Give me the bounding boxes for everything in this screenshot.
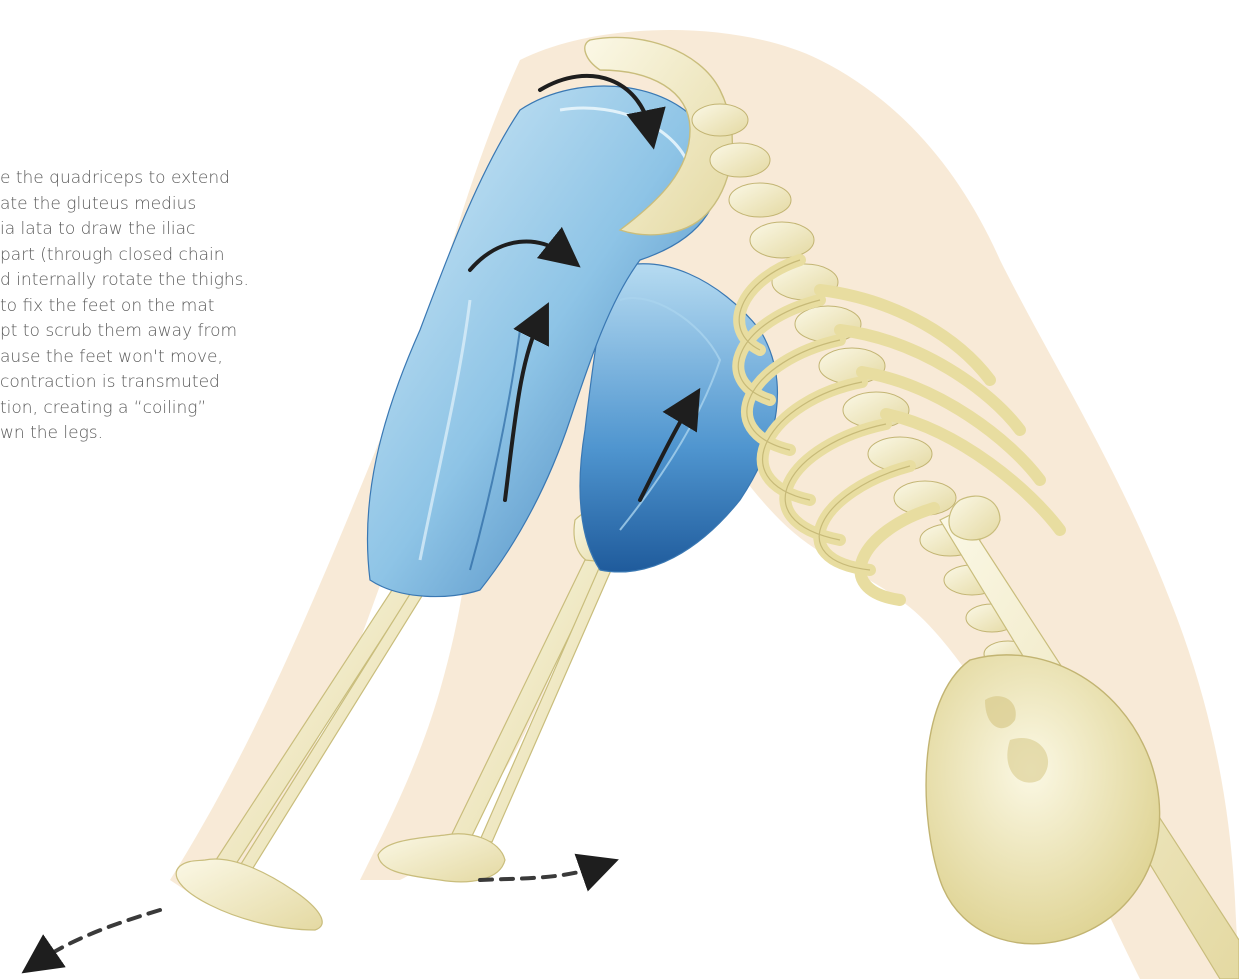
caption-line: e the quadriceps to extend <box>0 166 330 192</box>
caption-line: to fix the feet on the mat <box>0 294 330 320</box>
caption-line: ia lata to draw the iliac <box>0 217 330 243</box>
caption-line: tion, creating a “coiling” <box>0 396 330 422</box>
caption-text: e the quadriceps to extend ate the glute… <box>0 166 330 447</box>
caption-line: ate the gluteus medius <box>0 192 330 218</box>
caption-line: part (through closed chain <box>0 243 330 269</box>
caption-line: ause the feet won't move, <box>0 345 330 371</box>
caption-line: pt to scrub them away from <box>0 319 330 345</box>
caption-line: contraction is transmuted <box>0 370 330 396</box>
left-foot-arrow <box>38 910 160 962</box>
caption-line: d internally rotate the thighs. <box>0 268 330 294</box>
caption-line: wn the legs. <box>0 421 330 447</box>
